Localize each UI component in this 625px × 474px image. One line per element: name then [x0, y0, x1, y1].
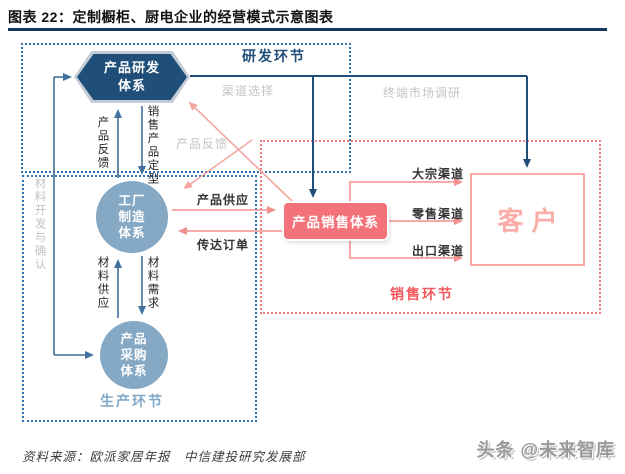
source-note: 资料来源：欧派家居年报 中信建投研究发展部: [22, 450, 306, 464]
purchasing-node: 产品 采购 体系: [100, 321, 168, 389]
bulk-channel-label: 大宗渠道: [412, 167, 465, 181]
factory-node: 工厂 制造 体系: [96, 181, 168, 253]
customer-node: 客户: [470, 173, 585, 266]
sales-section-frame: [260, 140, 601, 314]
product-feedback-vertical-label: 产品反馈: [96, 116, 109, 170]
figure-title: 图表 22：定制橱柜、厨电企业的经营模式示意图表: [8, 9, 334, 25]
rd-system-node: 产品研发 体系: [74, 51, 190, 103]
material-dev-confirm-label: 材料开发与确认: [33, 177, 46, 272]
factory-label: 工厂 制造 体系: [118, 193, 146, 241]
rd-section-label: 研发环节: [242, 48, 306, 64]
channel-selection-label: 渠道选择: [222, 84, 275, 98]
purchasing-label: 产品 采购 体系: [120, 331, 148, 379]
sales-system-label: 产品销售体系: [292, 215, 379, 230]
title-underline: [8, 28, 607, 31]
export-channel-label: 出口渠道: [412, 244, 465, 258]
material-supply-label: 材料供应: [96, 256, 109, 310]
sales-section-label: 销售环节: [390, 286, 454, 302]
material-demand-label: 材料需求: [146, 256, 159, 310]
sales-system-node: 产品销售体系: [284, 203, 387, 239]
product-supply-label: 产品供应: [197, 193, 250, 207]
rd-system-label: 产品研发 体系: [77, 54, 187, 100]
customer-label: 客户: [497, 206, 566, 236]
production-section-label: 生产环节: [100, 393, 164, 409]
watermark: 头条 @未来智库: [476, 440, 615, 460]
sales-finalization-label: 销售产品定型: [146, 105, 159, 186]
market-research-label: 终端市场调研: [383, 86, 462, 100]
retail-channel-label: 零售渠道: [412, 207, 465, 221]
order-transfer-label: 传达订单: [197, 238, 250, 252]
production-section-frame: [22, 175, 257, 422]
product-feedback-diagonal-label: 产品反馈: [176, 137, 229, 151]
